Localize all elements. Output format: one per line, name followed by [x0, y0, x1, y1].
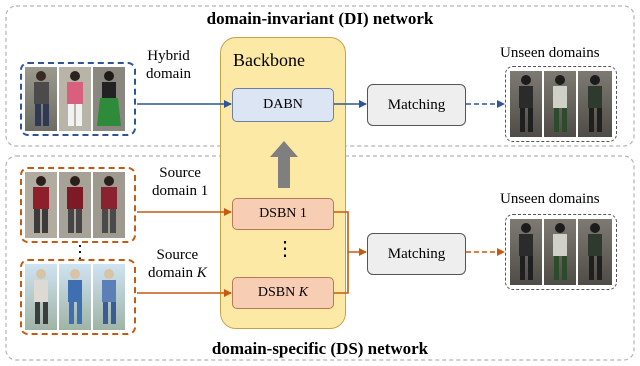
di-unseen-person-2	[544, 71, 576, 137]
backbone-title: Backbone	[233, 50, 305, 70]
source-domain-k-var: K	[196, 265, 207, 281]
di-matching-box: Matching	[367, 84, 466, 126]
ds-unseen-person-2	[544, 219, 576, 285]
sourcek-person-1	[25, 264, 57, 330]
ds-unseen-domains-label: Unseen domains	[500, 191, 600, 207]
dabn-box: DABN	[232, 88, 334, 122]
source-domain-k-images	[20, 259, 136, 335]
ds-unseen-images	[505, 214, 617, 290]
hybrid-person-2	[59, 67, 91, 131]
source1-person-1	[25, 172, 57, 238]
dsbn-1-label: DSBN 1	[259, 206, 307, 221]
source-domain-k-line1: Source	[156, 247, 199, 263]
di-network-title: domain-invariant (DI) network	[206, 9, 434, 28]
source-domain-k-prefix: domain	[148, 265, 197, 281]
dabn-label: DABN	[263, 97, 303, 112]
hybrid-person-1	[25, 67, 57, 131]
di-unseen-person-1	[510, 71, 542, 137]
di-unseen-images	[505, 66, 617, 142]
source-vertical-dots: ⋮	[71, 242, 89, 262]
source-domain-1-images	[20, 167, 136, 243]
source1-person-2	[59, 172, 91, 238]
ds-unseen-person-1	[510, 219, 542, 285]
di-unseen-domains-label: Unseen domains	[500, 45, 600, 61]
dsbn-merge-lines	[334, 211, 349, 294]
source1-person-3	[93, 172, 125, 238]
ds-unseen-person-3	[578, 219, 612, 285]
up-arrow-icon	[270, 141, 298, 188]
source-domain-k-label: Source domain K	[148, 246, 207, 282]
hybrid-domain-line2: domain	[146, 66, 191, 82]
hybrid-domain-images	[20, 62, 136, 136]
ds-matching-box: Matching	[367, 233, 466, 275]
hybrid-person-3	[93, 67, 125, 131]
ds-network-title: domain-specific (DS) network	[211, 339, 429, 358]
dsbn-1-box: DSBN 1	[232, 198, 334, 230]
source-domain-1-label: Source domain 1	[152, 164, 208, 200]
dsbn-k-label-var: K	[298, 285, 309, 300]
sourcek-person-3	[93, 264, 125, 330]
dsbn-k-box: DSBN K	[232, 277, 334, 309]
sourcek-person-2	[59, 264, 91, 330]
dsbn-ellipsis: ⋮	[275, 238, 295, 260]
di-panel-border	[5, 5, 635, 147]
source-domain-k-line2: domain K	[148, 264, 207, 282]
hybrid-domain-line1: Hybrid	[147, 48, 190, 64]
hybrid-domain-label: Hybrid domain	[146, 47, 191, 83]
source-domain-1-line2: domain 1	[152, 183, 209, 199]
di-unseen-person-3	[578, 71, 612, 137]
dsbn-k-label-prefix: DSBN	[257, 285, 299, 300]
ds-matching-label: Matching	[387, 245, 446, 262]
di-matching-label: Matching	[387, 96, 446, 113]
source-domain-1-line1: Source	[159, 165, 201, 181]
